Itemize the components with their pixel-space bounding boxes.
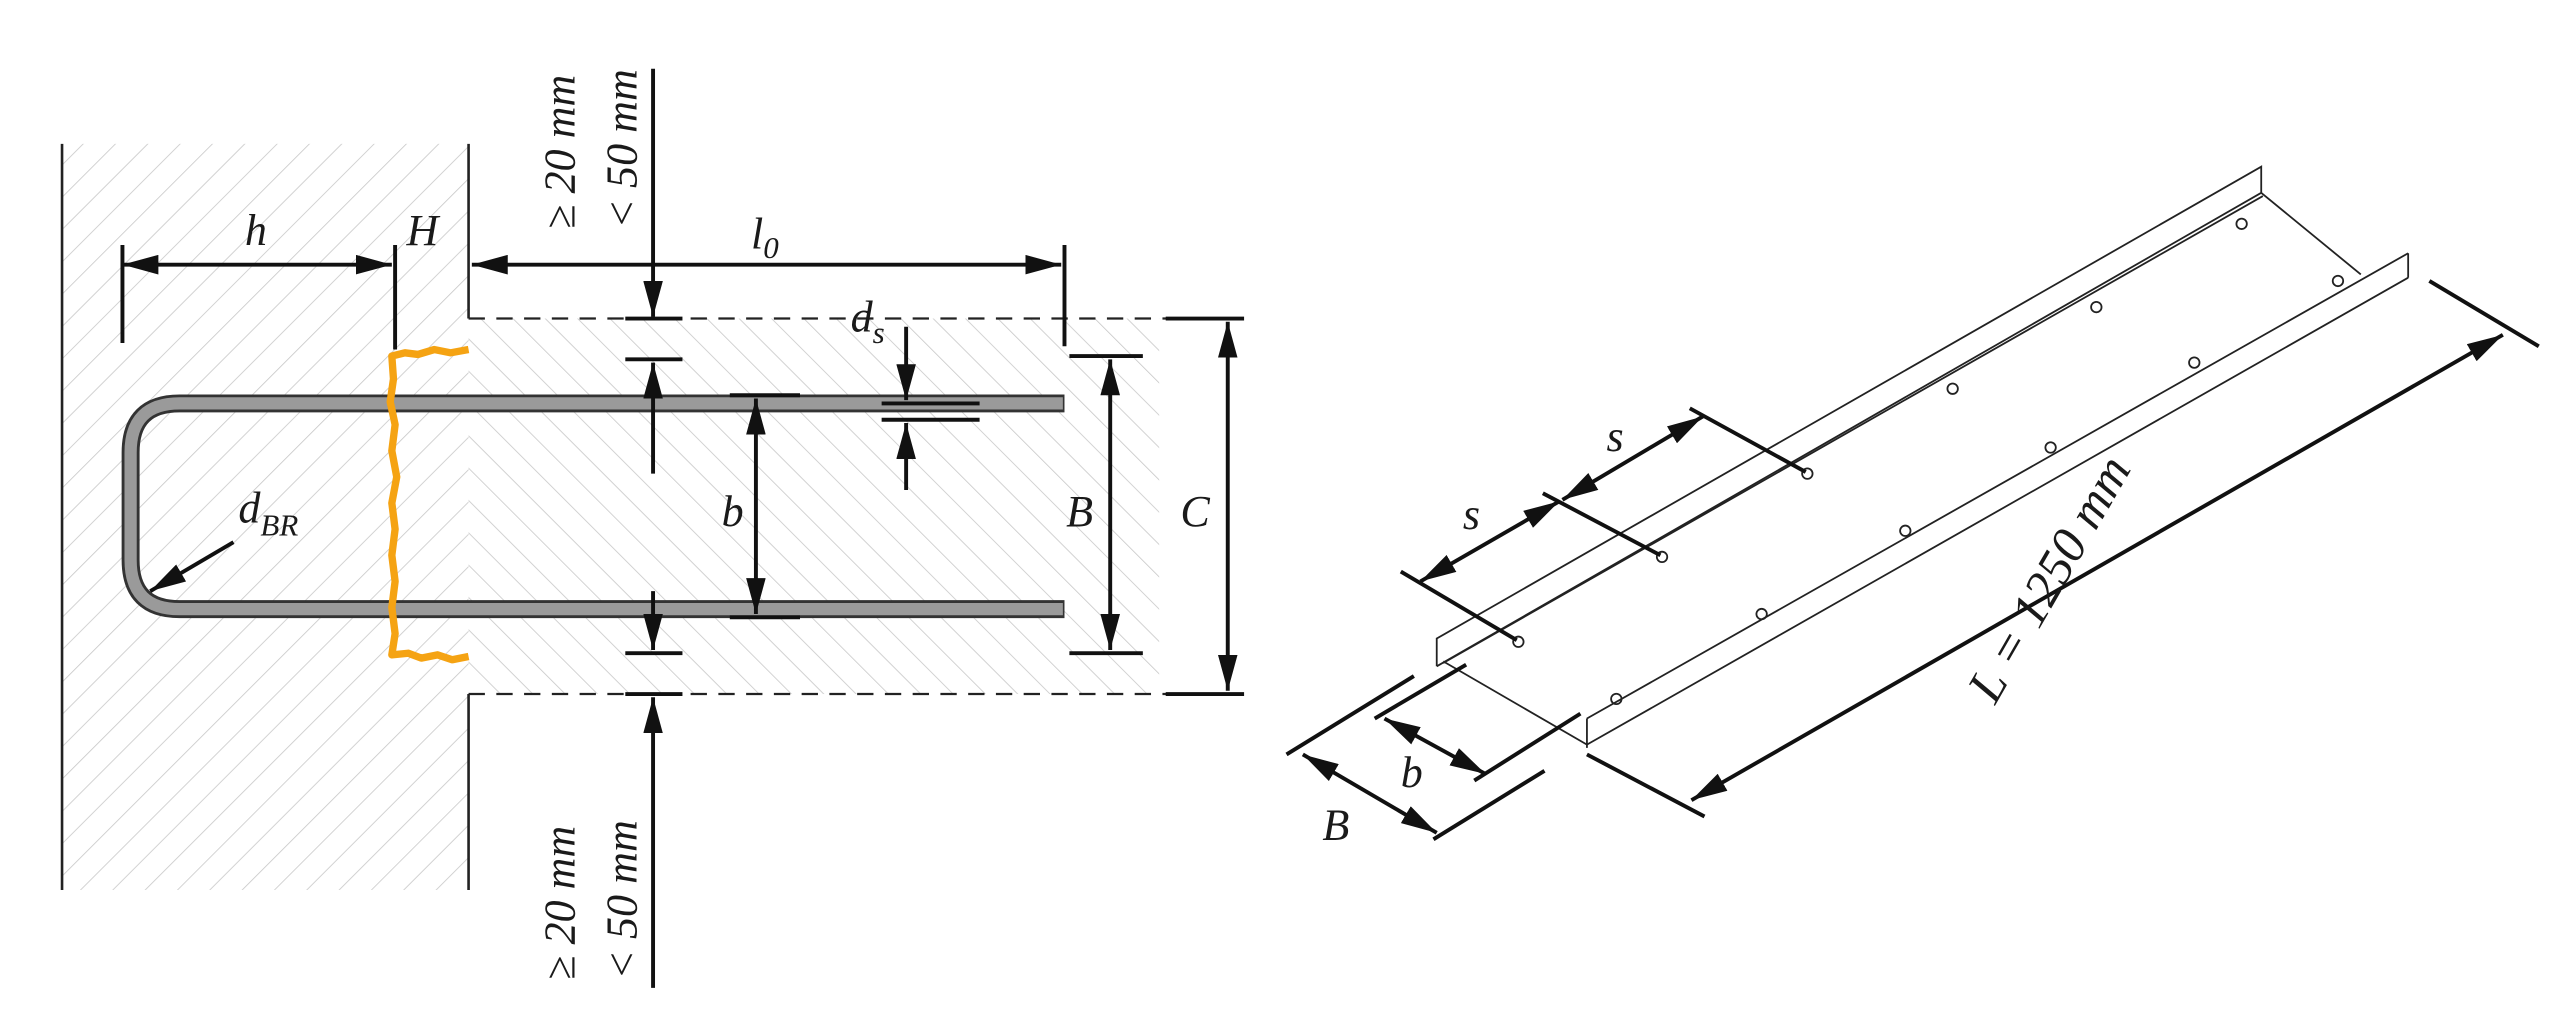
- label-B-right: B: [1322, 800, 1349, 849]
- label-B: B: [1066, 487, 1093, 536]
- tick-L-2: [2428, 279, 2540, 348]
- crack-line: [386, 345, 470, 664]
- label-bottom-max: < 50 mm: [598, 820, 647, 980]
- dim-b-right: [1383, 716, 1487, 776]
- label-H: H: [406, 206, 441, 255]
- tick-s-3: [1688, 406, 1807, 474]
- hole: [2044, 441, 2057, 454]
- hole: [1610, 692, 1623, 706]
- label-b-right: b: [1401, 748, 1423, 797]
- tick-B-1: [1285, 674, 1415, 757]
- label-L: L = 1250 mm: [1956, 446, 2142, 712]
- hole: [2331, 274, 2345, 288]
- tick-B-2: [1432, 769, 1546, 842]
- label-l0: l0: [751, 209, 779, 265]
- tick-b-1: [1373, 662, 1468, 721]
- tick-s-1: [1399, 569, 1518, 642]
- label-top-max: < 50 mm: [598, 69, 647, 229]
- hole: [1655, 550, 1669, 564]
- dim-B-right: [1301, 752, 1438, 835]
- concrete-block-hatch: [468, 318, 1160, 695]
- dim-s-2: [1561, 414, 1704, 502]
- u-rebar-fill: [124, 397, 1063, 616]
- label-C: C: [1180, 487, 1210, 536]
- tick-b-2: [1473, 711, 1582, 783]
- hole: [1755, 607, 1768, 621]
- hole: [2235, 217, 2248, 230]
- hole: [2090, 300, 2103, 314]
- tick-L-1: [1586, 752, 1706, 819]
- channel-plate-isometric-figure: s s B b L = 1250 mm: [1285, 165, 2540, 849]
- channel-floor-edges: [1442, 192, 2409, 746]
- label-bottom-min: ≥ 20 mm: [536, 826, 585, 980]
- tick-s-2: [1541, 491, 1662, 557]
- label-s-2: s: [1607, 412, 1624, 461]
- label-s-1: s: [1463, 490, 1480, 539]
- hole: [1512, 635, 1525, 648]
- hole: [1899, 524, 1912, 537]
- label-top-min: ≥ 20 mm: [536, 75, 585, 229]
- left-flange: [1435, 165, 2263, 668]
- hole: [2188, 356, 2201, 369]
- anchorage-section-figure: h H l0 ≥ 20 mm < 50 mm ≥ 20 mm < 50 mm d…: [60, 68, 1245, 988]
- dim-L: [1690, 333, 2504, 802]
- label-dBR: dBR: [238, 484, 298, 543]
- label-h: h: [245, 206, 267, 255]
- dim-dBR-arrow: [149, 540, 235, 593]
- label-ds: ds: [851, 293, 885, 350]
- dim-s-1: [1419, 499, 1561, 584]
- label-b: b: [722, 487, 744, 536]
- hole: [1946, 382, 1959, 395]
